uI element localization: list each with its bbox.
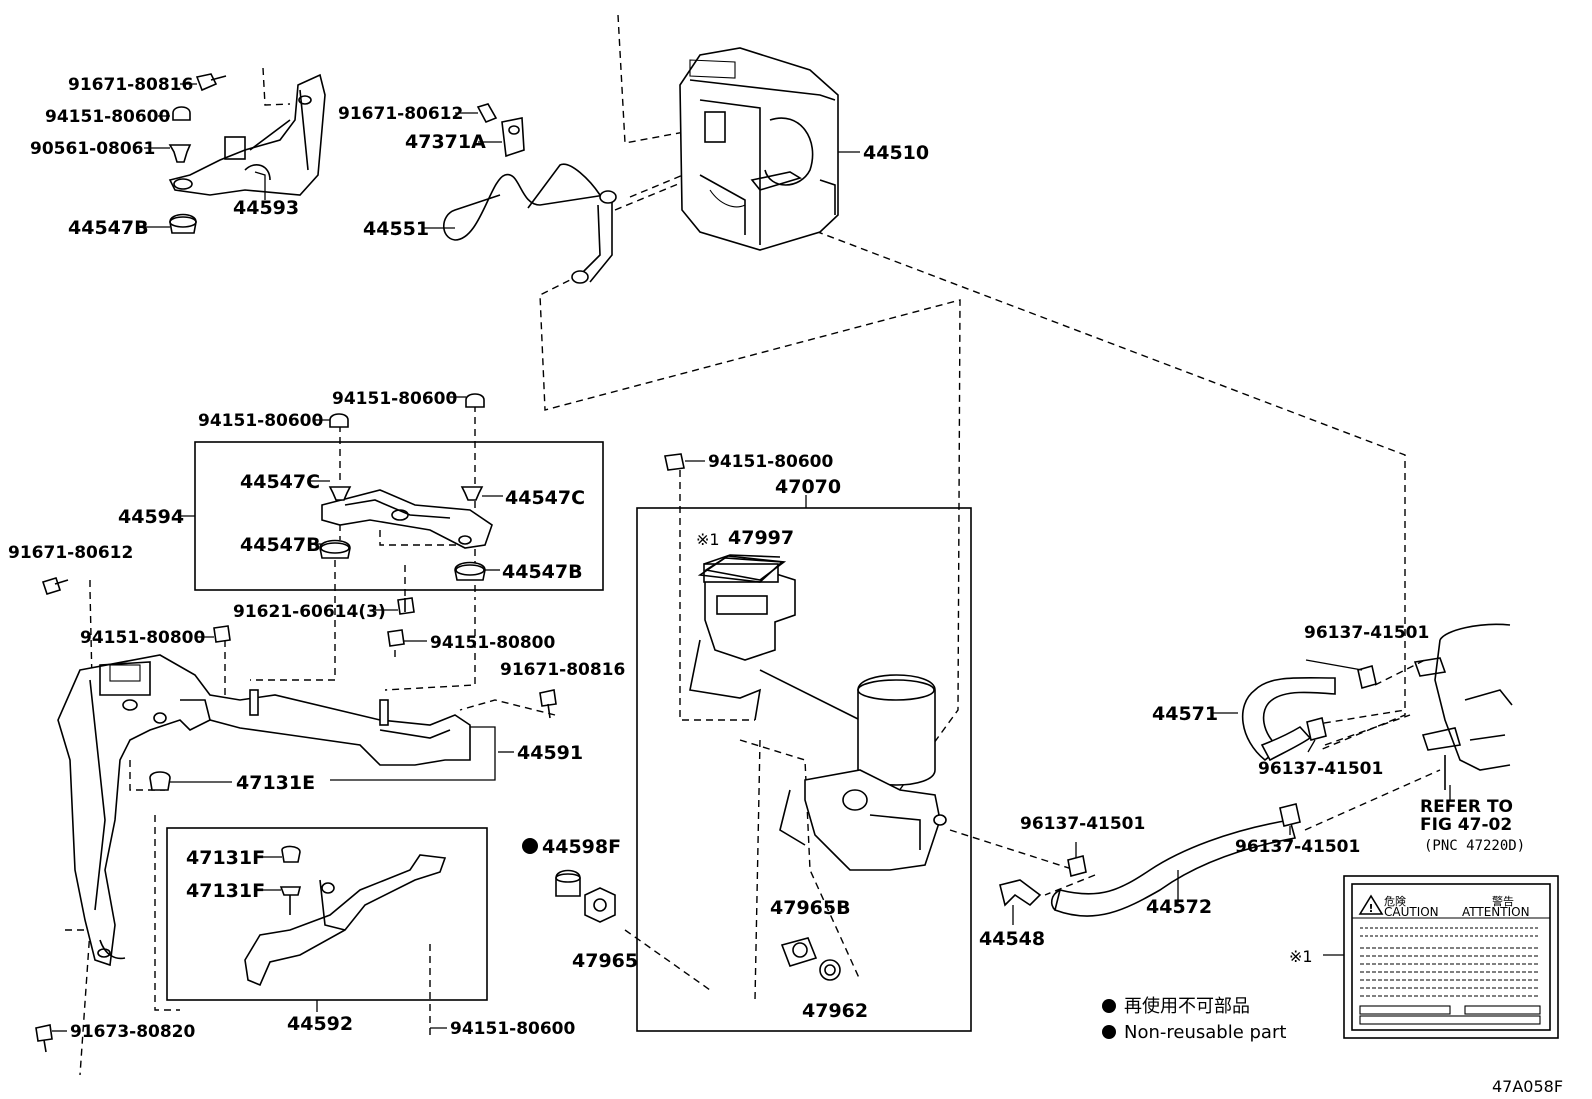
part-number-labels: 44510 91671-80816 94151-80600 90561-0806…: [8, 75, 1530, 1042]
label-94151-80600-b: 94151-80600: [198, 411, 324, 431]
hoses-right: [999, 664, 1377, 917]
label-44547B-top: 44547B: [68, 217, 149, 239]
label-47965: 47965: [572, 950, 638, 972]
label-91673-80820: 91673-80820: [70, 1022, 196, 1042]
nuts-above-44594: [329, 393, 485, 615]
label-44547C-left: 44547C: [240, 471, 320, 493]
pipe-44551: [442, 103, 617, 284]
bracket-44593: [168, 73, 326, 196]
label-91671-80816-mid: 91671-80816: [500, 660, 625, 680]
non-reusable-dot-44598F: [522, 838, 538, 854]
label-91621-60614: 91621-60614(3): [233, 602, 386, 622]
caution-en-1: CAUTION: [1384, 905, 1439, 919]
caution-jp-1: 危険: [1384, 895, 1406, 908]
label-44571: 44571: [1152, 703, 1218, 725]
legend-jp: 再使用不可部品: [1124, 996, 1250, 1017]
label-47131F-a: 47131F: [186, 847, 265, 869]
legend-en: Non-reusable part: [1124, 1022, 1286, 1043]
bushings-44598F: [555, 869, 616, 923]
label-44547B-left: 44547B: [240, 534, 321, 556]
left-panel-assembly: [57, 654, 471, 967]
label-96137-left: 96137-41501: [1020, 814, 1145, 834]
pump-47070: [689, 554, 947, 871]
label-47131E: 47131E: [236, 772, 315, 794]
label-44547B-right: 44547B: [502, 561, 583, 583]
label-96137-right: 96137-41501: [1235, 837, 1360, 857]
legend: 再使用不可部品 Non-reusable part: [1102, 996, 1286, 1043]
label-47965B: 47965B: [770, 897, 851, 919]
label-90561-08061: 90561-08061: [30, 139, 155, 159]
label-44551: 44551: [363, 218, 429, 240]
assembly-box-47070: [636, 507, 972, 1032]
label-44594: 44594: [118, 506, 184, 528]
label-91671-80816-top: 91671-80816: [68, 75, 193, 95]
caution-mark: ※1: [1289, 947, 1313, 966]
label-44591: 44591: [517, 742, 583, 764]
legend-dot-jp: [1102, 999, 1116, 1013]
label-44572: 44572: [1146, 896, 1212, 918]
label-47070: 47070: [775, 476, 841, 498]
label-47131F-b: 47131F: [186, 880, 265, 902]
svg-text:!: !: [1368, 902, 1373, 915]
label-44548: 44548: [979, 928, 1045, 950]
label-47997: 47997: [728, 527, 794, 549]
seals-47070: [664, 453, 841, 981]
fastener-group-top-left: [168, 73, 227, 234]
label-91671-80612-left: 91671-80612: [8, 543, 133, 563]
caution-en-2: ATTENTION: [1462, 905, 1530, 919]
label-44593: 44593: [233, 197, 299, 219]
label-44592: 44592: [287, 1013, 353, 1035]
label-44598F: 44598F: [542, 836, 621, 858]
legend-dot-en: [1102, 1025, 1116, 1039]
label-44510: 44510: [863, 142, 929, 164]
label-94151-80600-a: 94151-80600: [332, 389, 458, 409]
bracket-44592: [244, 845, 447, 987]
leader-lines: [52, 83, 1451, 1032]
master-cylinder-partial: [1413, 623, 1513, 790]
fasteners-left: [35, 577, 557, 1053]
label-91671-80612-top: 91671-80612: [338, 104, 463, 124]
caution-fine-print: [1359, 927, 1541, 1025]
refer-line-1: REFER TO: [1420, 797, 1513, 817]
caution-label: !: [1343, 875, 1559, 1039]
assembly-box-44592: [166, 827, 488, 1001]
caution-jp-2: 警告: [1492, 894, 1514, 908]
label-47962: 47962: [802, 1000, 868, 1022]
label-94151-80800-right: 94151-80800: [430, 633, 556, 653]
label-94151-80800-left: 94151-80800: [80, 628, 206, 648]
refer-line-3: (PNC 47220D): [1424, 838, 1525, 854]
label-96137-top: 96137-41501: [1304, 623, 1429, 643]
label-47371A: 47371A: [405, 131, 486, 153]
label-94151-80600-top: 94151-80600: [45, 107, 171, 127]
figure-code: 47A058F: [1492, 1077, 1563, 1096]
label-44547C-right: 44547C: [505, 487, 585, 509]
label-47997-mark: ※1: [696, 530, 720, 549]
label-94151-80600-bottom: 94151-80600: [450, 1019, 576, 1039]
actuator-44510: [679, 47, 839, 251]
label-96137-mid: 96137-41501: [1258, 759, 1383, 779]
label-94151-80600-47070: 94151-80600: [708, 452, 834, 472]
sheet-47997-drawn: [697, 557, 784, 583]
bracket-44594: [319, 486, 493, 581]
refer-line-2: FIG 47-02: [1420, 815, 1512, 835]
